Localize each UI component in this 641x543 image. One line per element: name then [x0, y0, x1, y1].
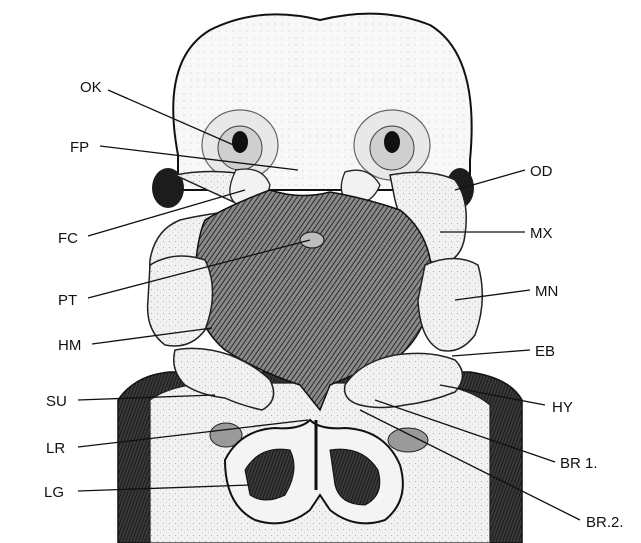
label-br2: BR.2. — [586, 514, 624, 531]
label-hy: HY — [552, 399, 573, 416]
label-fc: FC — [58, 230, 78, 247]
label-mn: MN — [535, 283, 558, 300]
label-mx: MX — [530, 225, 553, 242]
label-lg: LG — [44, 484, 64, 501]
label-fp: FP — [70, 139, 89, 156]
label-eb: EB — [535, 343, 555, 360]
label-br1: BR 1. — [560, 455, 598, 472]
pituitary-pocket — [300, 232, 324, 248]
label-ok: OK — [80, 79, 102, 96]
label-pt: PT — [58, 292, 77, 309]
label-su: SU — [46, 393, 67, 410]
label-od: OD — [530, 163, 553, 180]
label-hm: HM — [58, 337, 81, 354]
right-eye — [354, 110, 430, 180]
label-lr: LR — [46, 440, 65, 457]
